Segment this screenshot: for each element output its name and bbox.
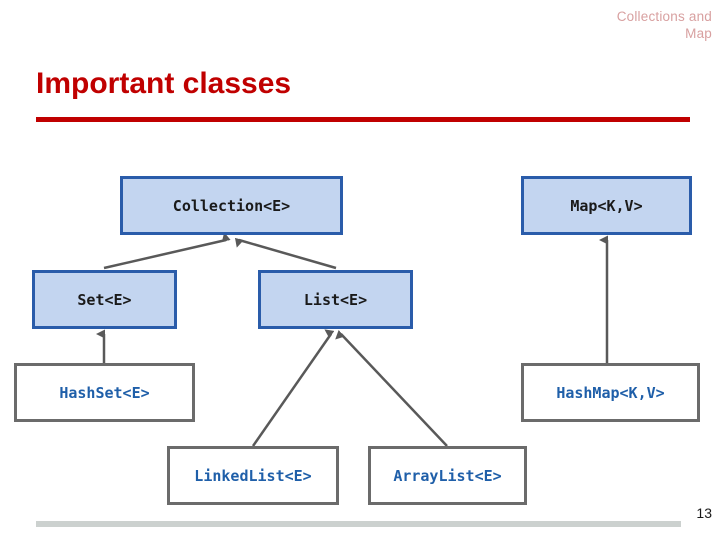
title-divider-rule bbox=[36, 117, 690, 122]
class-node-arraylist[interactable]: ArrayList<E> bbox=[368, 446, 527, 505]
slide-header-text: Collections and Map bbox=[616, 9, 712, 41]
class-node-set[interactable]: Set<E> bbox=[32, 270, 177, 329]
class-node-hashset[interactable]: HashSet<E> bbox=[14, 363, 195, 422]
class-node-hashmap[interactable]: HashMap<K,V> bbox=[521, 363, 700, 422]
class-node-collection[interactable]: Collection<E> bbox=[120, 176, 343, 235]
class-node-list[interactable]: List<E> bbox=[258, 270, 413, 329]
slide-number: 13 bbox=[696, 505, 712, 521]
edge-linkedlist-to-list bbox=[251, 329, 335, 447]
edge-set-to-collection bbox=[103, 232, 231, 270]
class-node-linkedlist[interactable]: LinkedList<E> bbox=[167, 446, 339, 505]
edge-list-to-collection bbox=[234, 237, 337, 270]
footer-divider-bar bbox=[36, 521, 681, 527]
edge-arraylist-to-list bbox=[335, 330, 448, 447]
class-node-map[interactable]: Map<K,V> bbox=[521, 176, 692, 235]
page-title: Important classes bbox=[36, 67, 292, 100]
